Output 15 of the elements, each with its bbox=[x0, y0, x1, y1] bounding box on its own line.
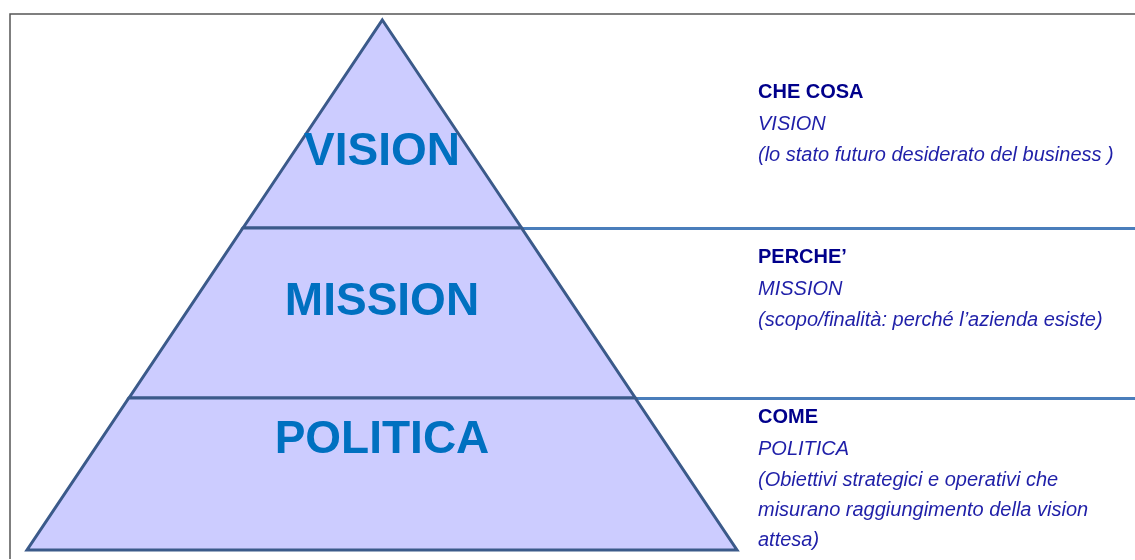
pyramid-middle-section bbox=[128, 228, 636, 398]
level-name: VISION bbox=[758, 111, 827, 136]
section-label: VISION bbox=[303, 122, 461, 176]
level-question: PERCHE’ bbox=[758, 244, 848, 269]
level-name: POLITICA bbox=[758, 436, 851, 461]
section-label: POLITICA bbox=[273, 410, 491, 464]
level-question: COME bbox=[758, 404, 819, 429]
pyramid-top-section bbox=[242, 20, 522, 228]
level-description: (scopo/finalità: perché l’azienda esiste) bbox=[758, 307, 1104, 332]
level-name: MISSION bbox=[758, 276, 844, 301]
section-label: MISSION bbox=[283, 272, 481, 326]
level-question: CHE COSA bbox=[758, 79, 865, 104]
pyramid-base-section bbox=[27, 398, 737, 550]
level-description: (lo stato futuro desiderato del business ) bbox=[758, 142, 1115, 167]
level-description: (Obiettivi strategici e operativi che misurano raggiungimento della vision attesa) bbox=[758, 467, 1090, 552]
